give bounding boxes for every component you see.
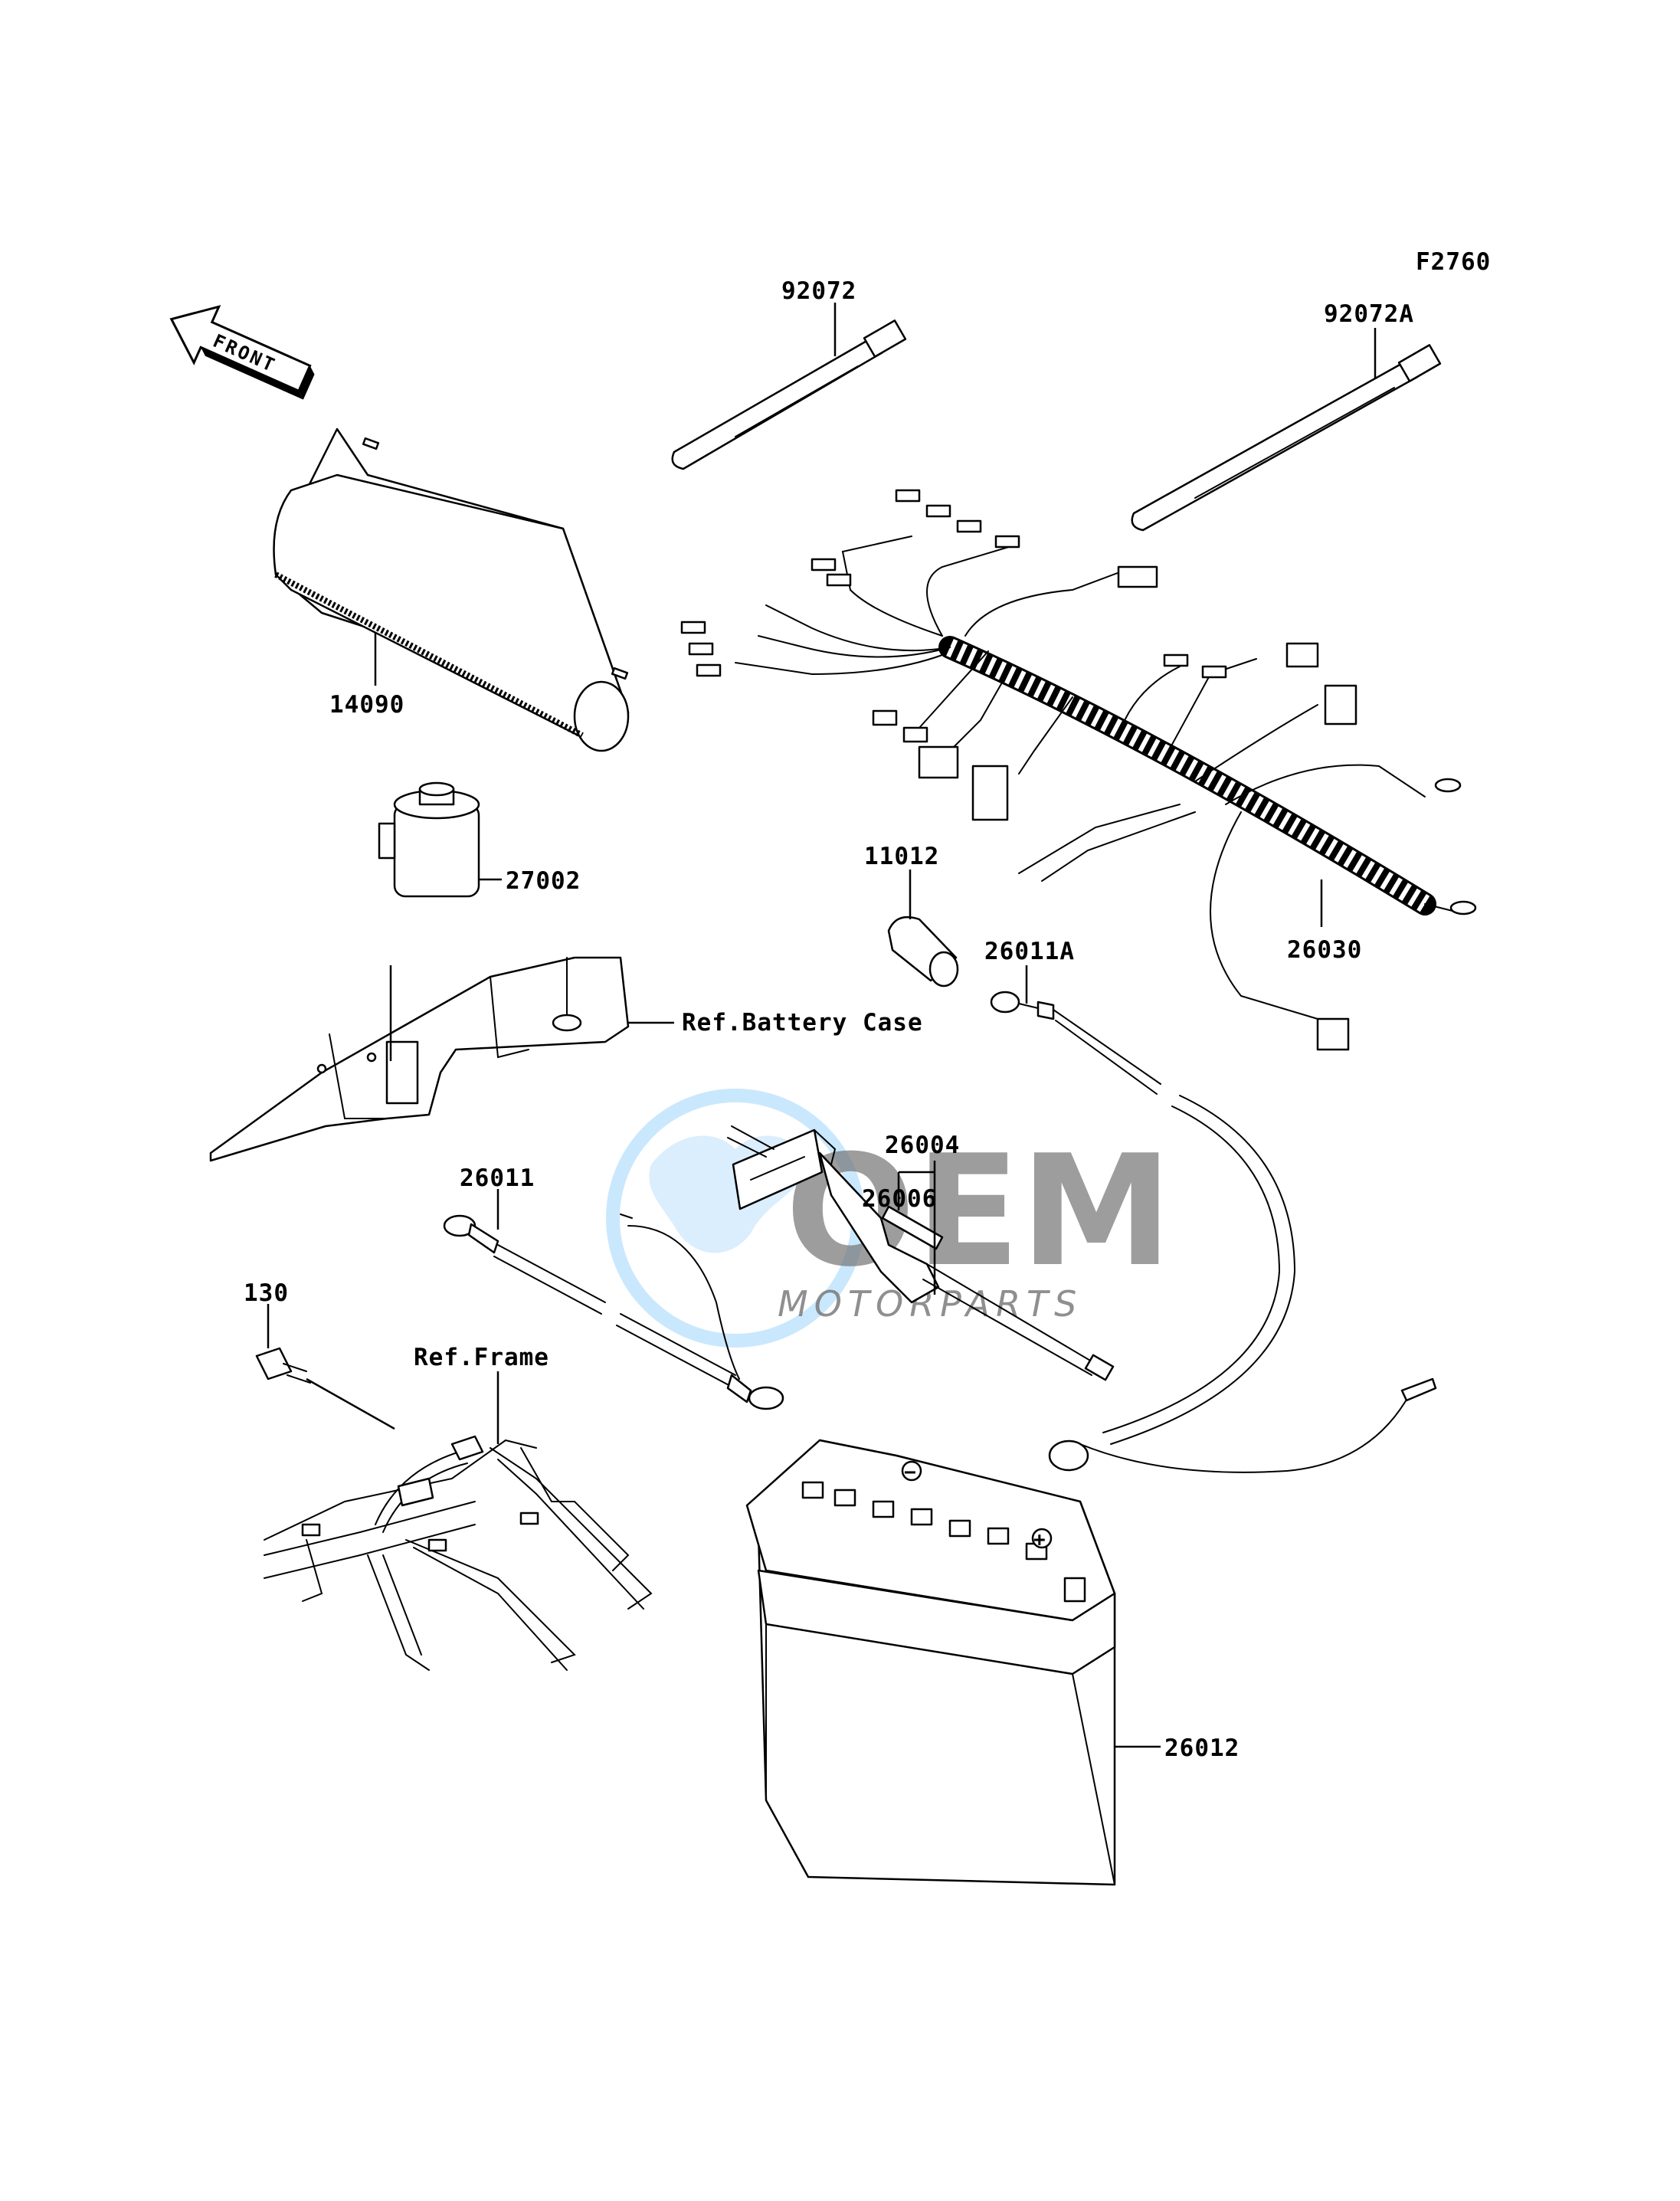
cap-11012	[887, 915, 959, 988]
cover-14090	[273, 427, 630, 752]
battery-negative-label: −	[904, 1461, 916, 1484]
cable-26011	[443, 1213, 784, 1410]
label-92072: 92072	[781, 277, 856, 305]
cable-tie-92072A	[1131, 344, 1442, 532]
cable-26011A	[990, 991, 1437, 1473]
frame-ref	[264, 1435, 653, 1671]
label-26011A: 26011A	[984, 938, 1075, 965]
battery-positive-label: +	[1033, 1528, 1046, 1551]
cable-tie-92072	[671, 319, 907, 470]
main-harness-26030	[680, 489, 1477, 1051]
label-14090: 14090	[329, 691, 404, 719]
battery-26012: − +	[745, 1439, 1116, 1886]
fuse-holder-26004	[727, 1125, 1115, 1381]
label-26011: 26011	[460, 1164, 535, 1192]
label-26030: 26030	[1287, 936, 1362, 964]
label-27002: 27002	[506, 867, 581, 895]
figure-code: F2760	[1416, 248, 1491, 276]
bolt-130	[255, 1347, 311, 1384]
front-arrow-icon: FRONT	[169, 305, 315, 400]
battery-case-bracket	[209, 956, 630, 1162]
fuse-26006	[881, 1205, 944, 1250]
label-26012: 26012	[1164, 1734, 1240, 1762]
label-130: 130	[244, 1279, 289, 1307]
label-26006: 26006	[862, 1185, 937, 1213]
label-ref-frame: Ref.Frame	[414, 1344, 549, 1371]
label-26004: 26004	[885, 1132, 960, 1159]
relay-27002	[378, 781, 480, 898]
label-11012: 11012	[864, 843, 939, 870]
label-ref-battery-case: Ref.Battery Case	[682, 1009, 923, 1037]
label-92072A: 92072A	[1324, 300, 1414, 328]
